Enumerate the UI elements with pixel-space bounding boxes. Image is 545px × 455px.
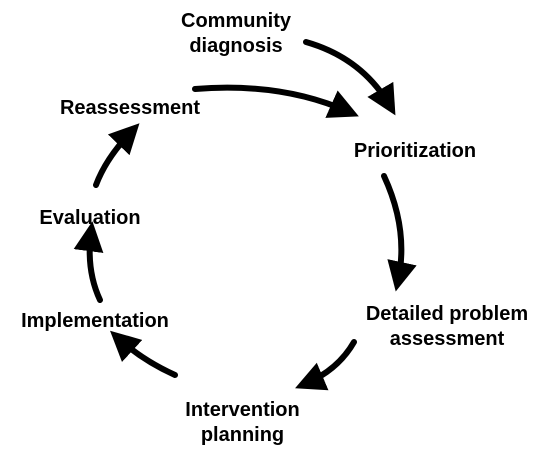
stage-implementation-line-1: Implementation [21, 310, 169, 332]
stage-detailed-problem-assessment-line-2: assessment [389, 328, 505, 350]
arrow-reassessment-to-prioritization [192, 84, 359, 118]
stage-community-diagnosis: Community diagnosis [171, 9, 301, 59]
stage-reassessment-line-1: Reassessment [59, 97, 201, 119]
stage-reassessment: Reassessment [44, 96, 216, 121]
stage-detailed-problem-assessment-line-1: Detailed problem [365, 303, 529, 325]
stage-intervention-planning: Intervention planning [170, 398, 315, 448]
stage-intervention-planning-line-2: planning [200, 424, 285, 446]
arrow-community-diagnosis-to-prioritization [303, 39, 396, 116]
stage-evaluation-line-1: Evaluation [39, 207, 141, 229]
stage-prioritization: Prioritization [340, 139, 490, 164]
arrow-evaluation-to-reassessment [93, 123, 140, 188]
stage-community-diagnosis-line-2: diagnosis [189, 35, 283, 57]
arrow-prioritization-to-detailed-problem-assessment [381, 173, 417, 292]
arrow-intervention-planning-to-implementation [110, 330, 178, 378]
stage-detailed-problem-assessment: Detailed problem assessment [352, 302, 542, 352]
stage-community-diagnosis-line-1: Community [181, 10, 291, 32]
stage-intervention-planning-line-1: Intervention [185, 399, 300, 421]
stage-prioritization-line-1: Prioritization [353, 140, 477, 162]
arrow-detailed-problem-assessment-to-intervention-planning [295, 339, 357, 391]
stage-evaluation: Evaluation [24, 206, 156, 231]
arrow-implementation-to-evaluation [73, 221, 104, 303]
stage-implementation: Implementation [6, 309, 184, 334]
